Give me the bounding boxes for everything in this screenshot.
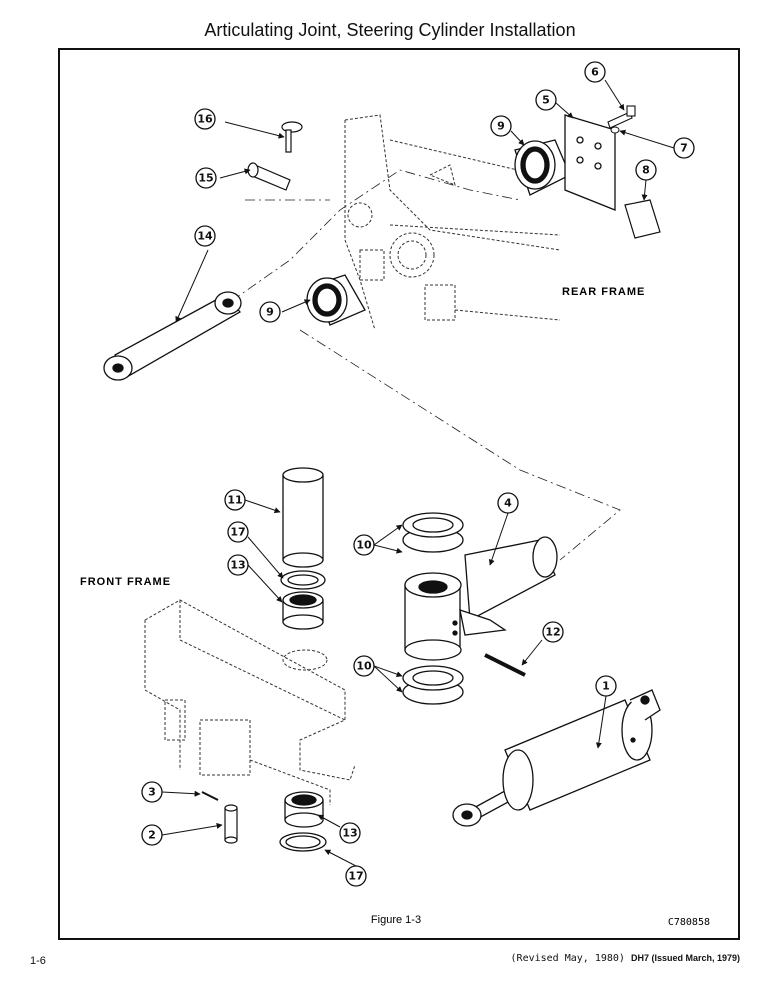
callout-9-lower: 9 xyxy=(266,306,274,319)
center-lines xyxy=(109,169,621,561)
callout-16: 16 xyxy=(197,113,213,126)
document-id: DH7 (Issued March, 1979) xyxy=(630,953,740,963)
ring-pin-16 xyxy=(281,121,303,153)
bushing-9-lower xyxy=(306,274,366,326)
seal-10-upper xyxy=(402,512,464,553)
callout-10-lower: 10 xyxy=(356,660,372,673)
callout-1: 1 xyxy=(602,680,610,693)
callout-11: 11 xyxy=(227,494,242,507)
cotter-3 xyxy=(201,791,219,801)
page-title: Articulating Joint, Steering Cylinder In… xyxy=(204,20,576,40)
bolt-6 xyxy=(607,105,636,129)
callout-14: 14 xyxy=(197,230,213,243)
callout-13-upper: 13 xyxy=(230,559,245,572)
callout-2: 2 xyxy=(148,829,156,842)
callout-12: 12 xyxy=(545,626,560,639)
rear-frame-label: REAR FRAME xyxy=(562,286,645,298)
seal-10-lower xyxy=(402,665,464,705)
callout-15: 15 xyxy=(198,172,213,185)
front-frame-label: FRONT FRAME xyxy=(80,576,171,588)
bearing-13-upper xyxy=(282,591,324,630)
pin-15 xyxy=(247,162,291,191)
callout-7: 7 xyxy=(680,142,688,155)
revision-date: (Revised May, 1980) xyxy=(510,953,625,964)
front-frame xyxy=(144,599,356,805)
link-bar xyxy=(103,291,242,381)
roll-pin-12 xyxy=(484,653,526,677)
washer-7 xyxy=(610,126,620,134)
leader-lines xyxy=(161,79,675,867)
rear-frame xyxy=(344,114,561,331)
washer-17-upper xyxy=(280,570,326,590)
callout-17-upper: 17 xyxy=(230,526,245,539)
pin-2 xyxy=(224,804,238,844)
callouts xyxy=(141,61,695,887)
revision-info: (Revised May, 1980) DH7 (Issued March, 1… xyxy=(511,953,740,964)
callout-17-lower: 17 xyxy=(348,870,363,883)
bearing-13-lower xyxy=(284,791,324,828)
callout-numbers: 1 2 3 4 5 6 7 8 9 9 10 10 11 12 13 13 14… xyxy=(148,66,688,883)
steering-cylinder-1 xyxy=(452,689,661,827)
callout-13-lower: 13 xyxy=(342,827,357,840)
callout-8: 8 xyxy=(642,164,650,177)
plate-5 xyxy=(564,114,616,211)
figure-caption: Figure 1-3 xyxy=(371,914,421,926)
bushing-9-upper xyxy=(514,139,571,196)
diagram-frame xyxy=(58,48,740,940)
callout-9-upper: 9 xyxy=(497,120,505,133)
callout-3: 3 xyxy=(148,786,156,799)
drawing-code: C780858 xyxy=(668,917,710,928)
callout-4: 4 xyxy=(504,497,512,510)
washer-17-lower xyxy=(279,832,327,852)
shim-8 xyxy=(624,199,661,239)
callout-10-upper: 10 xyxy=(356,539,372,552)
callout-5: 5 xyxy=(542,94,550,107)
page-number: 1-6 xyxy=(30,955,46,967)
pivot-4 xyxy=(404,536,558,661)
pin-11 xyxy=(282,467,324,568)
callout-6: 6 xyxy=(591,66,599,79)
